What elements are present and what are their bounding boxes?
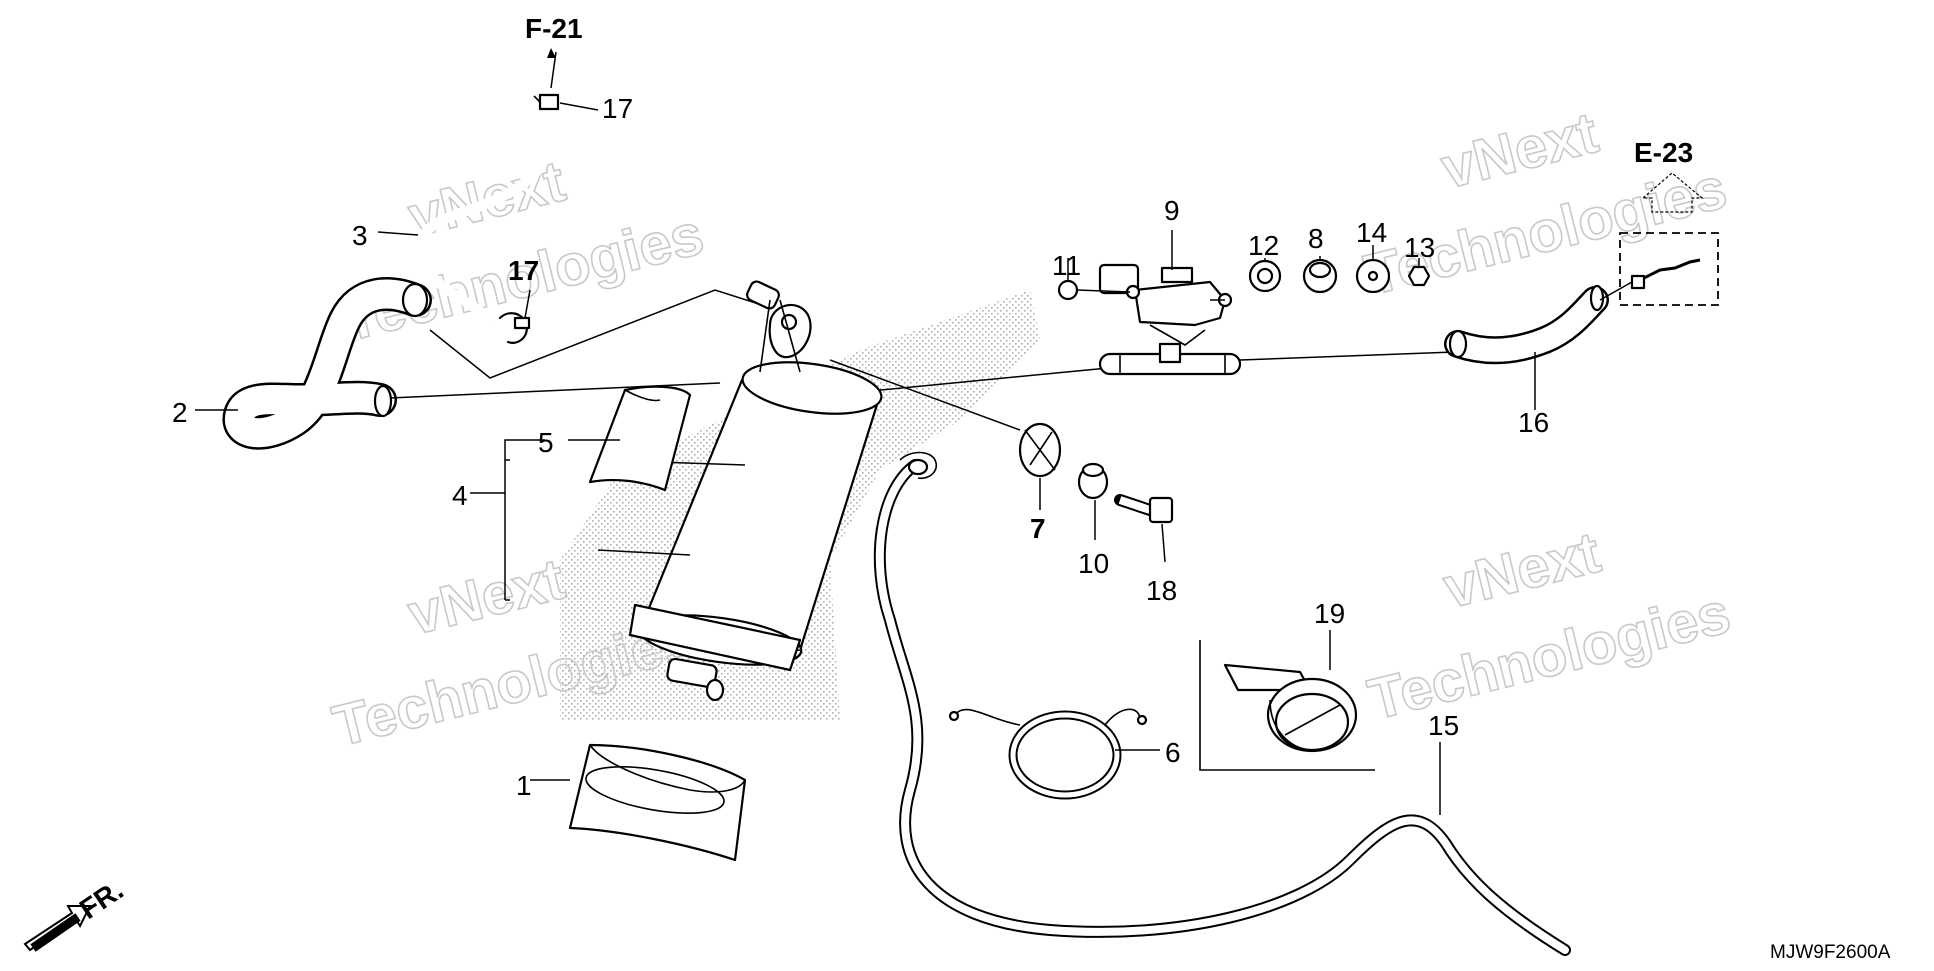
part-label-13: 13: [1404, 232, 1435, 263]
tube-15: [873, 451, 1571, 956]
part-label-10: 10: [1078, 548, 1109, 579]
part-label-16: 16: [1518, 407, 1549, 438]
diagram-code: MJW9F2600A: [1770, 942, 1891, 963]
collar-8: [1302, 258, 1338, 294]
part-label-3: 3: [352, 220, 368, 251]
canister-4: [597, 280, 883, 702]
valve-9: [1098, 263, 1242, 376]
nut-11: [1057, 279, 1131, 301]
band-1: [568, 743, 747, 862]
part-label-7: 7: [1030, 513, 1046, 544]
tube-3: [414, 107, 557, 329]
part-label-19: 19: [1314, 598, 1345, 629]
part-label-5: 5: [538, 427, 554, 458]
tube-16: [1444, 284, 1609, 365]
collar-10: [1077, 462, 1109, 500]
reference-arrow-f21: [547, 48, 557, 89]
part-label-14: 14: [1356, 217, 1387, 248]
reference-label-f21: F-21: [525, 13, 583, 44]
svg-text:Technologies: Technologies: [1362, 580, 1736, 732]
part-label-11: 11: [1052, 250, 1081, 281]
label-leaders: [195, 102, 1536, 815]
reference-box-e23: [1599, 172, 1719, 306]
seal-12: [1248, 259, 1282, 293]
svg-text:vNext: vNext: [402, 546, 571, 647]
svg-text:vNext: vNext: [1435, 100, 1604, 201]
front-arrow-icon: [23, 905, 92, 952]
part-label-6: 6: [1165, 737, 1181, 768]
watermark: vNext Technologies: [1361, 519, 1737, 733]
svg-text:vNext: vNext: [1437, 520, 1606, 621]
part-label-17-middle: 17: [508, 255, 539, 286]
part-label-2: 2: [172, 397, 188, 428]
reference-label-e23: E-23: [1634, 137, 1693, 168]
grommet-7: [1018, 422, 1062, 478]
part-label-4: 4: [452, 480, 468, 511]
label-sheet-5: [588, 385, 692, 492]
clip-6: [948, 708, 1148, 800]
part-label-15: 15: [1428, 710, 1459, 741]
washer-14: [1355, 258, 1391, 294]
clip-19: [1199, 640, 1375, 771]
clip-17-top: [533, 93, 560, 111]
clip-17-middle: [498, 312, 531, 344]
nut-13: [1407, 265, 1431, 287]
part-label-12: 12: [1248, 230, 1279, 261]
watermark: vNext Technologies: [1358, 99, 1734, 309]
leader-lines: [389, 289, 1456, 431]
part-label-17-top: 17: [602, 93, 633, 124]
part-label-18: 18: [1146, 575, 1177, 606]
part-labels: 1 2 3 4 5 6 7 8 9 10 11 12 13 14 15 16 1…: [74, 13, 1891, 963]
part-label-8: 8: [1308, 223, 1324, 254]
bolt-18: [1114, 494, 1174, 524]
part-label-1: 1: [516, 770, 532, 801]
hose-2: [222, 277, 432, 450]
part-label-9: 9: [1164, 195, 1180, 226]
